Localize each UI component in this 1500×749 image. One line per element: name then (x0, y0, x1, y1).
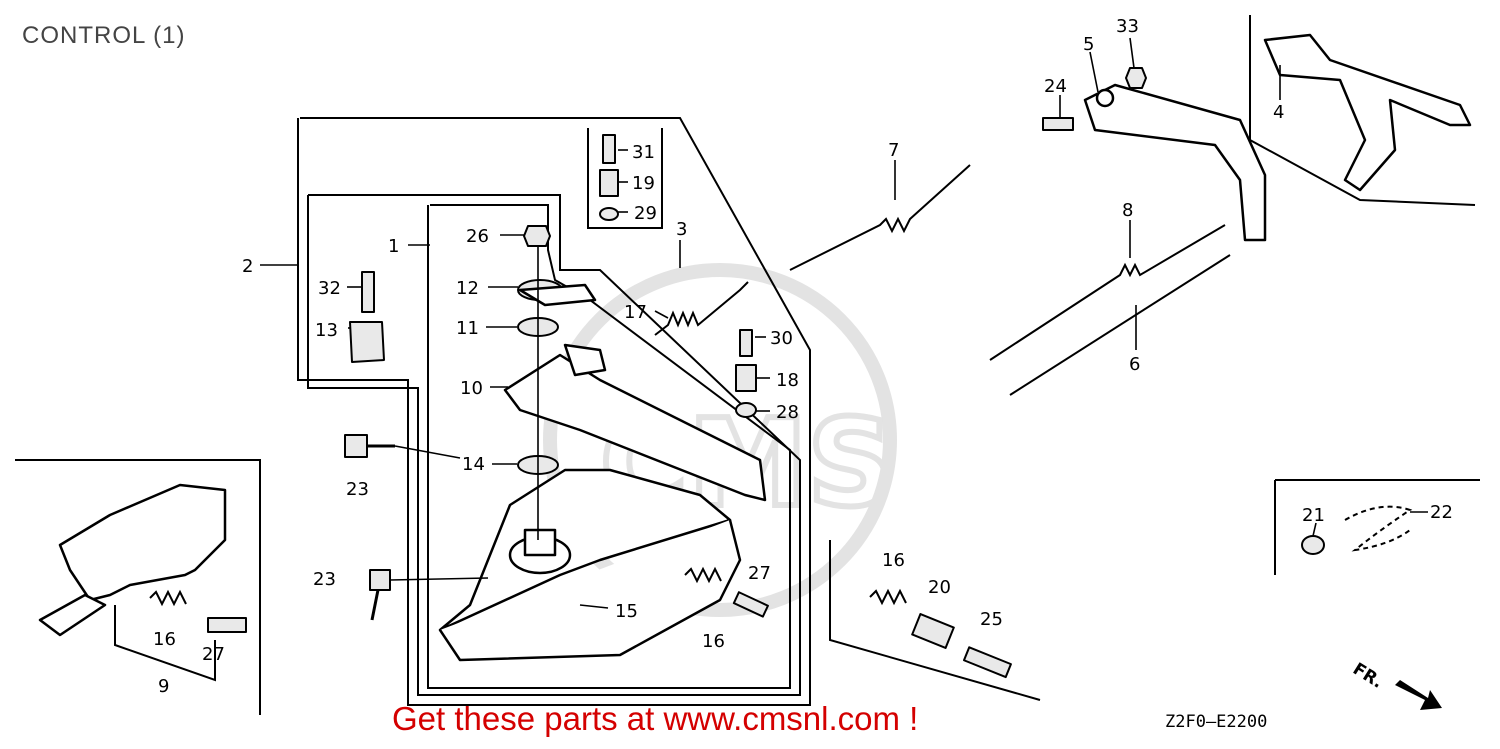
throttle-lever-5 (1083, 83, 1267, 242)
assembly-boundary-3 (307, 194, 801, 696)
callout-31: 31 (632, 142, 655, 163)
callout-28: 28 (776, 402, 799, 423)
frame-9 (15, 459, 261, 715)
callout-24: 24 (1044, 76, 1067, 97)
promo-link[interactable]: Get these parts at www.cmsnl.com ! (392, 700, 919, 737)
callout-1: 1 (388, 236, 399, 257)
callout-5: 5 (1083, 34, 1094, 55)
washer-29 (599, 207, 619, 221)
callout-27-center: 27 (748, 563, 771, 584)
nut-26 (523, 225, 551, 247)
callout-16-right: 16 (882, 550, 905, 571)
collar-18 (735, 364, 757, 392)
lever-assembly-9 (38, 483, 227, 637)
callout-27-left: 27 (202, 644, 225, 665)
callouts: 2 1 3 26 12 11 10 14 23 23 15 32 13 31 1… (153, 16, 1453, 697)
front-arrow-icon (1395, 680, 1442, 710)
bolt-27-left (207, 617, 247, 633)
callout-6: 6 (1129, 354, 1140, 375)
cable-6 (1009, 254, 1231, 396)
callout-17: 17 (624, 302, 647, 323)
cable-7 (789, 164, 971, 271)
bolt-32 (361, 271, 375, 313)
callout-18: 18 (776, 370, 799, 391)
callout-3: 3 (676, 219, 687, 240)
callout-7: 7 (888, 140, 899, 161)
frame-16-20-25 (829, 540, 1041, 701)
spring-16-center (684, 566, 722, 584)
leader-lines (260, 37, 1428, 609)
spring-17 (654, 281, 749, 336)
collar-20 (911, 613, 955, 649)
callout-21: 21 (1302, 505, 1325, 526)
frame-4 (1249, 15, 1476, 206)
callout-13: 13 (315, 320, 338, 341)
callout-25: 25 (980, 609, 1003, 630)
chain-22 (1344, 505, 1413, 552)
callout-22: 22 (1430, 502, 1453, 523)
bolt-31 (602, 134, 616, 164)
callout-30: 30 (770, 328, 793, 349)
callout-10: 10 (460, 378, 483, 399)
callout-26: 26 (466, 226, 489, 247)
callout-23-lower: 23 (313, 569, 336, 590)
bolt-set-frame (587, 128, 663, 229)
page-title: CONTROL (1) (22, 22, 186, 49)
spring-16-right (869, 588, 907, 606)
bolt-23-head-b (369, 569, 391, 591)
callout-8: 8 (1122, 200, 1133, 221)
callout-23-upper: 23 (346, 479, 369, 500)
cable-8 (989, 224, 1226, 361)
bolt-23-shank-b (370, 589, 380, 621)
callout-20: 20 (928, 577, 951, 598)
lever-plate-12-arm (518, 283, 597, 307)
callout-15: 15 (615, 601, 638, 622)
clip-13 (349, 321, 385, 363)
bolt-27-center (732, 591, 769, 618)
bracket-9 (114, 605, 216, 682)
spring-16-left (149, 589, 187, 607)
control-base-plate (438, 468, 742, 662)
cap-21 (1301, 535, 1325, 555)
callout-9: 9 (158, 676, 169, 697)
control-lever (503, 343, 767, 502)
callout-14: 14 (462, 454, 485, 475)
callout-16-left: 16 (153, 629, 176, 650)
assembly-boundary-2 (297, 117, 811, 706)
bolt-23-head-a (344, 434, 368, 458)
collar-19 (599, 169, 619, 197)
callout-4: 4 (1273, 102, 1284, 123)
callout-16-center: 16 (702, 631, 725, 652)
bolt-24 (1042, 117, 1074, 131)
diagram-code: Z2F0—E2200 (1165, 712, 1268, 732)
bolt-30 (739, 329, 753, 357)
control-lever-4 (1263, 33, 1472, 192)
callout-32: 32 (318, 278, 341, 299)
callout-11: 11 (456, 318, 479, 339)
bolt-25 (962, 646, 1012, 679)
callout-29: 29 (634, 203, 657, 224)
washer-28 (735, 402, 757, 418)
callout-19: 19 (632, 173, 655, 194)
callout-2: 2 (242, 256, 253, 277)
nut-33 (1125, 67, 1147, 89)
callout-12: 12 (456, 278, 479, 299)
callout-33: 33 (1116, 16, 1139, 37)
